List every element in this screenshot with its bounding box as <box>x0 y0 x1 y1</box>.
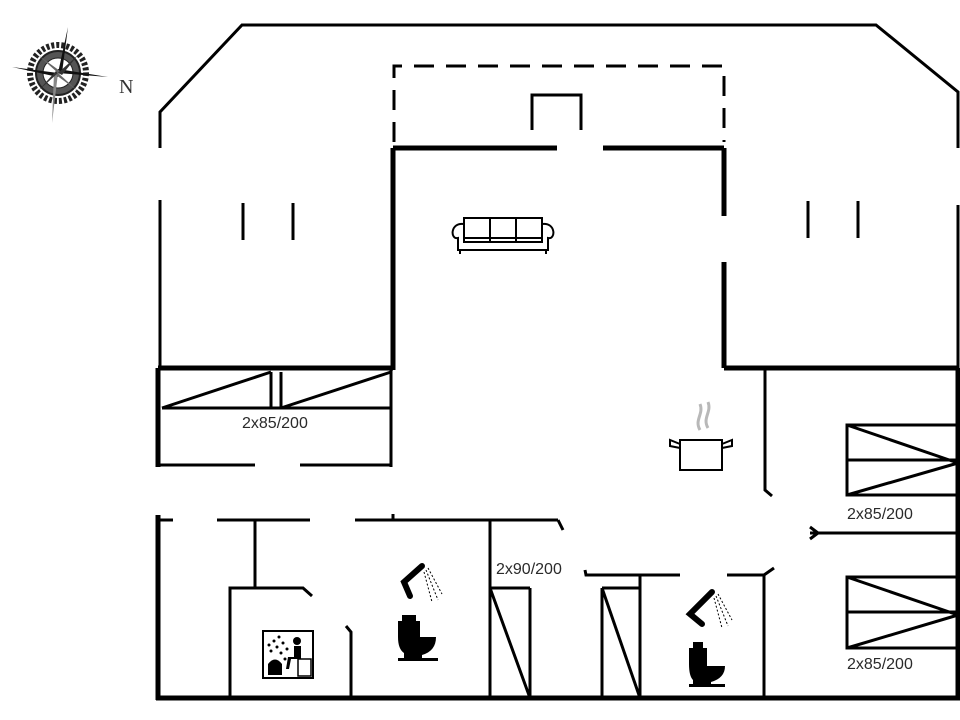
bed-label-east-upper: 2x85/200 <box>847 506 913 523</box>
north-label: N <box>119 76 134 98</box>
toilet-icon <box>398 615 438 661</box>
compass-rose-icon <box>12 27 108 123</box>
bed-label-west: 2x85/200 <box>242 415 308 432</box>
bed-label-center: 2x90/200 <box>496 561 562 578</box>
sauna-icon <box>262 630 314 679</box>
interior-walls <box>158 368 960 699</box>
exterior-walls <box>155 145 960 701</box>
shower-icon <box>685 589 733 629</box>
bed-label-east-lower: 2x85/200 <box>847 656 913 673</box>
chimney <box>530 93 583 130</box>
toilet-icon <box>689 642 725 687</box>
cooking-pot-icon <box>669 401 733 471</box>
dashed-outline <box>392 64 726 142</box>
shower-icon <box>400 563 443 603</box>
window-markers <box>241 201 860 240</box>
sofa-icon <box>451 217 555 254</box>
outer-outline <box>158 23 960 368</box>
